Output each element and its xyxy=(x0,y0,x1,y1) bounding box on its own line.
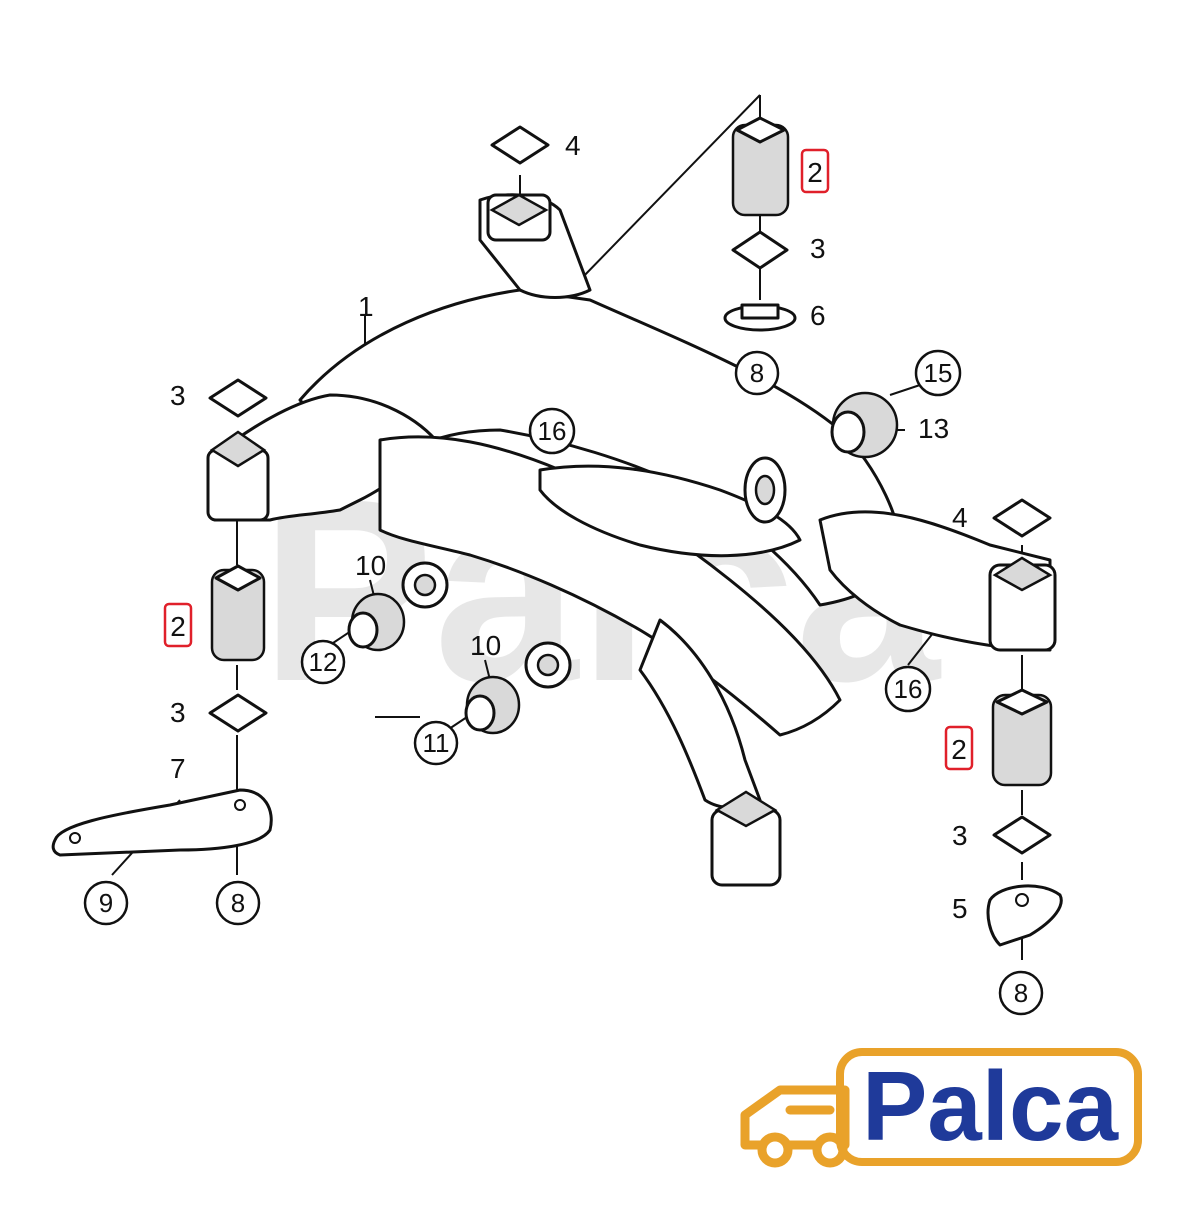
callout-4: 4 xyxy=(565,130,581,161)
callout-10: 10 xyxy=(470,630,501,661)
callout-4: 4 xyxy=(952,502,968,533)
bracket-part-5 xyxy=(986,884,1063,947)
callout-12: 12 xyxy=(309,647,338,677)
callout-13: 13 xyxy=(918,413,949,444)
callout-16: 16 xyxy=(538,416,567,446)
callout-7: 7 xyxy=(170,753,186,784)
callout-9: 9 xyxy=(99,888,113,918)
callout-16: 16 xyxy=(894,674,923,704)
callout-5: 5 xyxy=(952,893,968,924)
plate-part-7 xyxy=(51,788,273,857)
washer-parts xyxy=(208,125,1052,855)
callout-2: 2 xyxy=(951,734,967,765)
callout-1: 1 xyxy=(358,291,374,322)
circled-callouts: 8 8 8 9 11 12 15 16 16 xyxy=(83,349,1044,1016)
callout-3: 3 xyxy=(170,380,186,411)
plain-callouts: 1 3 3 3 3 4 4 5 6 7 10 10 13 xyxy=(170,130,968,924)
callout-3: 3 xyxy=(170,697,186,728)
cap-part-6 xyxy=(723,303,797,332)
callout-6: 6 xyxy=(810,300,826,331)
small-bushings xyxy=(347,391,899,735)
callout-3: 3 xyxy=(952,820,968,851)
callout-15: 15 xyxy=(924,358,953,388)
callout-11: 11 xyxy=(423,728,450,758)
truck-icon xyxy=(740,1085,850,1168)
callout-2: 2 xyxy=(170,611,186,642)
brand-logo: Palca xyxy=(740,1048,1142,1168)
callout-2: 2 xyxy=(807,157,823,188)
subframe-body xyxy=(213,193,1052,809)
highlighted-callouts: 2 2 2 xyxy=(163,148,974,771)
bushing-part-2 xyxy=(210,116,1053,787)
callout-8: 8 xyxy=(231,888,245,918)
callout-8: 8 xyxy=(1014,978,1028,1008)
brand-name: Palca xyxy=(862,1051,1120,1161)
callout-8: 8 xyxy=(750,358,764,388)
callout-3: 3 xyxy=(810,233,826,264)
callout-10: 10 xyxy=(355,550,386,581)
subframe-mounts xyxy=(206,193,1057,887)
